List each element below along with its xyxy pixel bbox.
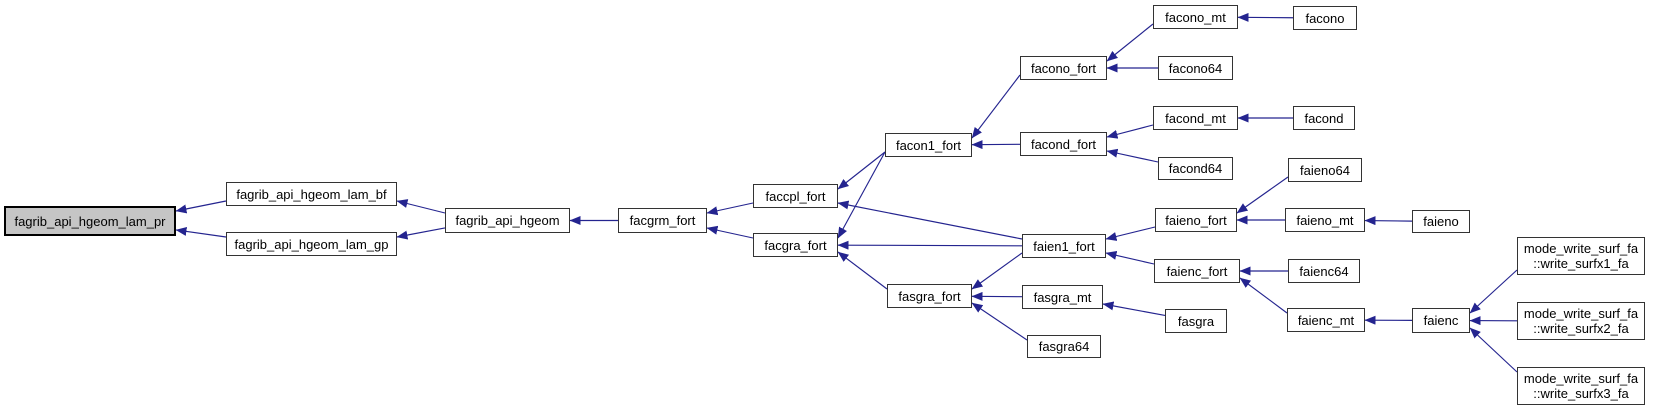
- node-fasgra-fort[interactable]: fasgra_fort: [887, 284, 972, 308]
- edge-faien1_fort-to-fasgra_fort: [971, 252, 1023, 290]
- node-facono64[interactable]: facono64: [1158, 56, 1233, 80]
- edge-faien1_fort-to-faccpl_fort: [837, 200, 1023, 240]
- node-facono-fort[interactable]: facono_fort: [1020, 56, 1107, 80]
- edge-faienc_mt-to-faienc_fort: [1239, 277, 1288, 314]
- node-faieno-fort[interactable]: faieno_fort: [1155, 208, 1237, 232]
- edge-facond_mt-to-facond_fort: [1106, 124, 1154, 139]
- node-fagrib-api-hgeom[interactable]: fagrib_api_hgeom: [445, 208, 570, 233]
- edge-facono_mt-to-facono_fort: [1106, 23, 1154, 62]
- node-faieno64[interactable]: faieno64: [1288, 158, 1362, 182]
- edge-facon1_fort-to-faccpl_fort: [837, 151, 886, 190]
- node-mode-write-surf-fa-write-surfx2-fa[interactable]: mode_write_surf_fa ::write_surfx2_fa: [1517, 302, 1645, 340]
- node-faccpl-fort[interactable]: faccpl_fort: [753, 184, 838, 208]
- edge-faieno_fort-to-faien1_fort: [1105, 226, 1156, 241]
- node-facond-fort[interactable]: facond_fort: [1020, 132, 1107, 156]
- edge-faien1_fort-to-facgra_fort: [837, 240, 1023, 250]
- edge-fasgra_fort-to-facgra_fort: [837, 251, 888, 290]
- node-faienc64[interactable]: faienc64: [1288, 259, 1360, 283]
- node-faieno-mt[interactable]: faieno_mt: [1285, 208, 1365, 232]
- node-fasgra-mt[interactable]: fasgra_mt: [1022, 285, 1103, 309]
- node-faienc[interactable]: faienc: [1412, 308, 1470, 333]
- node-faienc-fort[interactable]: faienc_fort: [1154, 259, 1240, 283]
- node-facgra-fort[interactable]: facgra_fort: [753, 233, 838, 257]
- edge-fasgra64-to-fasgra_fort: [971, 302, 1028, 341]
- edge-faccpl_fort-to-facgrm_fort: [706, 202, 754, 216]
- node-facond-mt[interactable]: facond_mt: [1153, 106, 1238, 130]
- node-fagrib-api-hgeom-lam-bf[interactable]: fagrib_api_hgeom_lam_bf: [226, 182, 397, 206]
- edge-faieno-to-faieno_mt: [1364, 216, 1413, 226]
- node-fasgra[interactable]: fasgra: [1165, 309, 1227, 333]
- edge-facgra_fort-to-facgrm_fort: [706, 225, 754, 239]
- node-facono-mt[interactable]: facono_mt: [1153, 5, 1238, 29]
- edge-facond64-to-facond_fort: [1106, 148, 1159, 163]
- node-facond64[interactable]: facond64: [1158, 157, 1233, 180]
- node-facon1-fort[interactable]: facon1_fort: [885, 133, 972, 157]
- node-fagrib-api-hgeom-lam-gp[interactable]: fagrib_api_hgeom_lam_gp: [226, 232, 397, 256]
- edge-faienc_fort-to-faien1_fort: [1105, 250, 1155, 265]
- node-facono[interactable]: facono: [1293, 6, 1357, 30]
- edge-hgeom-to-lam_gp: [396, 227, 446, 240]
- edge-faieno64-to-faieno_fort: [1236, 176, 1289, 214]
- node-fagrib-api-hgeom-lam-pr: fagrib_api_hgeom_lam_pr: [4, 206, 176, 236]
- edge-facono_fort-to-facon1_fort: [971, 74, 1021, 139]
- edge-facon1_fort-to-facgra_fort: [837, 151, 886, 239]
- node-mode-write-surf-fa-write-surfx1-fa[interactable]: mode_write_surf_fa ::write_surfx1_fa: [1517, 237, 1645, 275]
- node-faieno[interactable]: faieno: [1412, 210, 1470, 233]
- edge-hgeom-to-lam_bf: [396, 199, 446, 214]
- node-mode-write-surf-fa-write-surfx3-fa[interactable]: mode_write_surf_fa ::write_surfx3_fa: [1517, 367, 1645, 405]
- node-facond[interactable]: facond: [1293, 106, 1355, 130]
- edge-surfx3-to-faienc: [1469, 327, 1518, 373]
- edge-fasgra-to-fasgra_mt: [1102, 301, 1166, 316]
- node-faienc-mt[interactable]: faienc_mt: [1287, 308, 1365, 332]
- node-fasgra64[interactable]: fasgra64: [1027, 335, 1101, 358]
- node-faien1-fort[interactable]: faien1_fort: [1022, 234, 1106, 258]
- node-facgrm-fort[interactable]: facgrm_fort: [618, 208, 707, 233]
- edge-surfx1-to-faienc: [1469, 269, 1518, 314]
- edge-lam_gp-to-lam_pr: [175, 226, 227, 238]
- edge-lam_bf-to-lam_pr: [175, 200, 227, 214]
